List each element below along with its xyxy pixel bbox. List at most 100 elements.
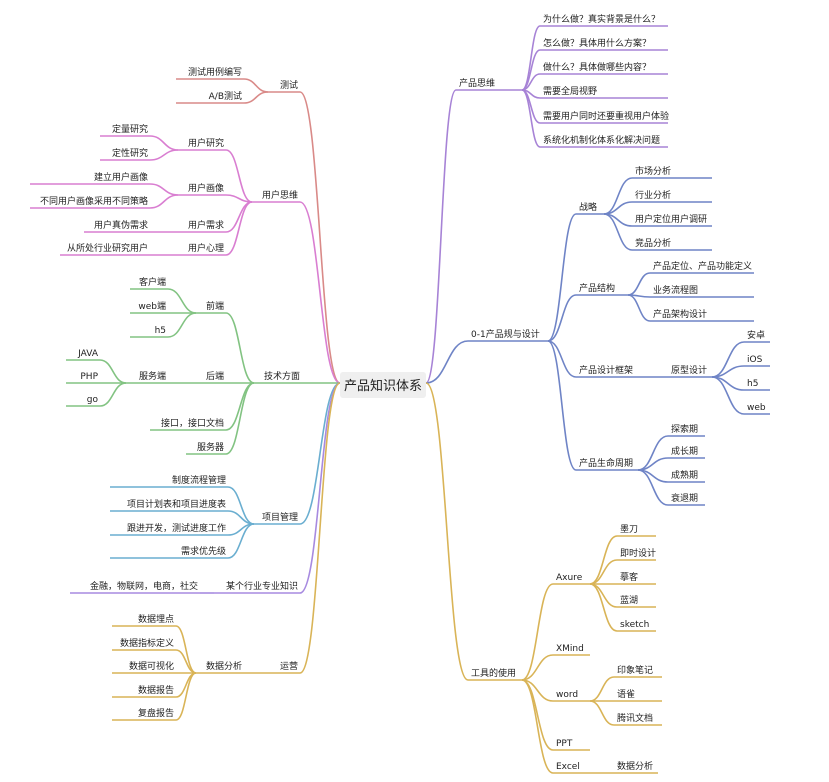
branch-connector: [637, 469, 669, 506]
project-item[interactable]: 需求优先级: [181, 545, 226, 557]
project-item[interactable]: 制度流程管理: [172, 474, 226, 486]
platform-item[interactable]: iOS: [747, 355, 763, 365]
word-node[interactable]: word: [556, 690, 578, 700]
thinking-item[interactable]: 为什么做？真实背景是什么？: [543, 13, 660, 25]
word-item[interactable]: 腾讯文档: [617, 712, 653, 724]
lifecycle-node[interactable]: 产品生命周期: [579, 457, 633, 469]
branch-industry[interactable]: 某个行业专业知识: [226, 580, 298, 592]
strategy-item[interactable]: 用户定位用户调研: [635, 213, 707, 225]
platform-item[interactable]: 安卓: [747, 329, 765, 341]
branch-user-thinking[interactable]: 用户思维: [262, 189, 298, 201]
branch-connector: [521, 679, 554, 774]
excel-node[interactable]: Excel: [556, 762, 580, 772]
user-research-node[interactable]: 用户研究: [188, 137, 224, 149]
user-psychology-node[interactable]: 用户心理: [188, 242, 224, 254]
axure-node[interactable]: Axure: [556, 573, 583, 583]
ppt-node[interactable]: PPT: [556, 739, 573, 749]
user-persona-node[interactable]: 用户画像: [188, 182, 224, 194]
testing-item[interactable]: 测试用例编写: [188, 66, 242, 78]
branch-connector: [225, 312, 255, 384]
branch-connector: [99, 359, 127, 384]
axure-item[interactable]: 墨刀: [620, 524, 638, 535]
axure-item[interactable]: 即时设计: [620, 547, 656, 559]
branch-product-planning[interactable]: 0-1产品规与设计: [471, 328, 540, 340]
edge-thinking-item: [521, 89, 541, 148]
structure-item[interactable]: 产品架构设计: [653, 308, 707, 320]
strategy-item[interactable]: 市场分析: [635, 165, 671, 177]
user-research-item[interactable]: 定量研究: [112, 123, 148, 135]
branch-connector: [627, 294, 651, 322]
structure-node[interactable]: 产品结构: [579, 282, 615, 294]
excel-item[interactable]: 数据分析: [617, 760, 653, 772]
branch-connector: [167, 288, 197, 314]
branch-connector: [521, 654, 554, 681]
prototype-node[interactable]: 原型设计: [671, 364, 707, 376]
xmind-node[interactable]: XMind: [556, 644, 584, 654]
branch-product-thinking[interactable]: 产品思维: [459, 77, 495, 89]
thinking-item[interactable]: 需要用户同时还要重视用户体验: [543, 110, 669, 122]
strategy-item[interactable]: 竞品分析: [635, 237, 671, 249]
frontend-node[interactable]: 前端: [206, 300, 224, 312]
server-language-item[interactable]: PHP: [80, 372, 98, 382]
word-item[interactable]: 语雀: [617, 688, 635, 700]
branch-connector: [225, 382, 255, 431]
frontend-item[interactable]: 客户端: [139, 276, 166, 288]
framework-node[interactable]: 产品设计框架: [579, 364, 633, 376]
branch-connector: [227, 486, 255, 525]
branch-testing[interactable]: 测试: [280, 79, 298, 91]
axure-item[interactable]: sketch: [620, 620, 649, 630]
server-node[interactable]: 服务器: [197, 441, 224, 453]
user-research-item[interactable]: 定性研究: [112, 147, 148, 159]
data-analysis-item[interactable]: 复盘报告: [138, 707, 174, 719]
edge-root-tools: [425, 382, 469, 681]
data-analysis-item[interactable]: 数据可视化: [129, 660, 174, 672]
user-needs-node[interactable]: 用户需求: [188, 219, 224, 231]
root-node[interactable]: 产品知识体系: [344, 378, 422, 394]
frontend-item[interactable]: web端: [138, 300, 166, 312]
strategy-node[interactable]: 战略: [579, 201, 597, 213]
industry-item[interactable]: 金融，物联网，电商，社交: [90, 580, 198, 592]
structure-item[interactable]: 产品定位、产品功能定义: [653, 260, 752, 272]
server-side-node[interactable]: 服务端: [139, 370, 166, 382]
branch-project[interactable]: 项目管理: [262, 511, 298, 523]
thinking-item[interactable]: 做什么？具体做哪些内容？: [543, 61, 651, 73]
frontend-item[interactable]: h5: [155, 326, 166, 336]
structure-item[interactable]: 业务流程图: [653, 284, 698, 296]
axure-item[interactable]: 摹客: [620, 571, 638, 583]
server-language-item[interactable]: JAVA: [77, 349, 99, 359]
branch-tools[interactable]: 工具的使用: [471, 667, 516, 679]
thinking-item[interactable]: 系统化机制化体系化解决问题: [543, 134, 660, 146]
data-analysis-item[interactable]: 数据埋点: [138, 613, 174, 625]
user-psychology-item[interactable]: 从所处行业研究用户: [67, 242, 148, 254]
data-analysis-node[interactable]: 数据分析: [206, 660, 242, 672]
edge-root-operations: [299, 382, 341, 674]
branch-connector: [589, 583, 618, 608]
branch-tech[interactable]: 技术方面: [264, 370, 300, 382]
api-docs-node[interactable]: 接口，接口文档: [161, 417, 224, 429]
server-language-item[interactable]: go: [87, 395, 99, 405]
lifecycle-item[interactable]: 衰退期: [671, 492, 698, 504]
platform-item[interactable]: web: [747, 403, 766, 413]
backend-node[interactable]: 后端: [206, 370, 224, 382]
project-item[interactable]: 跟进开发，测试进度工作: [127, 522, 226, 534]
thinking-item[interactable]: 需要全局视野: [543, 85, 597, 97]
thinking-item[interactable]: 怎么做？具体用什么方案？: [543, 37, 651, 49]
user-persona-item[interactable]: 建立用户画像: [94, 171, 148, 183]
platform-item[interactable]: h5: [747, 379, 758, 389]
word-item[interactable]: 印象笔记: [617, 664, 653, 676]
lifecycle-item[interactable]: 成熟期: [671, 469, 698, 481]
lifecycle-item[interactable]: 成长期: [671, 445, 698, 457]
data-analysis-item[interactable]: 数据指标定义: [120, 637, 174, 649]
edge-root-testing: [299, 91, 341, 384]
user-persona-item[interactable]: 不同用户画像采用不同策略: [40, 195, 148, 207]
lifecycle-item[interactable]: 探索期: [671, 423, 698, 435]
strategy-item[interactable]: 行业分析: [635, 189, 671, 201]
user-needs-item[interactable]: 用户真伪需求: [94, 219, 148, 231]
project-item[interactable]: 项目计划表和项目进度表: [127, 498, 226, 510]
branch-connector: [225, 201, 253, 256]
testing-item[interactable]: A/B测试: [209, 90, 242, 102]
axure-item[interactable]: 蓝湖: [620, 594, 638, 606]
root-node-box: [340, 372, 426, 398]
branch-operations[interactable]: 运营: [280, 660, 298, 672]
data-analysis-item[interactable]: 数据报告: [138, 684, 174, 696]
